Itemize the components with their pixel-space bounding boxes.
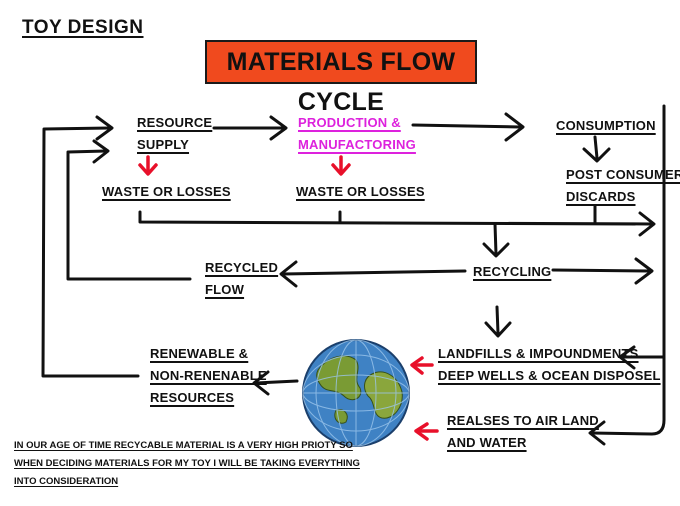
design-note: IN OUR AGE OF TIME RECYCABLE MATERIAL IS… <box>14 440 360 487</box>
arrow-production-to-consumption <box>411 112 525 142</box>
node-waste-2: WASTE OR LOSSES <box>296 184 425 199</box>
arrow-renewable-loop <box>41 115 140 378</box>
arrow-waste-collector <box>138 204 656 237</box>
title-box: MATERIALS FLOW CYCLE <box>205 40 477 116</box>
arrow-to-landfills <box>484 305 512 338</box>
red-arrow-releases-globe <box>414 422 439 441</box>
header-label: TOY DESIGN <box>22 17 144 38</box>
arrow-consumption-to-discards <box>582 135 611 163</box>
arrow-recycling-right <box>551 257 654 285</box>
arrow-recycled-loop <box>66 139 192 281</box>
node-consumption: CONSUMPTION <box>556 118 656 133</box>
red-arrow-resource-waste <box>138 155 158 176</box>
red-arrow-production-waste <box>331 155 351 176</box>
earth-globe-icon <box>302 339 410 447</box>
red-arrow-landfills-globe <box>410 356 434 375</box>
arrow-to-recycling <box>482 222 510 258</box>
arrow-right-vertical <box>588 104 666 446</box>
arrow-into-landfills <box>618 345 666 370</box>
node-recycling: RECYCLING <box>473 264 552 279</box>
node-production: PRODUCTION &MANUFACTORING <box>298 115 416 152</box>
arrow-resource-to-production <box>212 115 288 141</box>
diagram-title: MATERIALS FLOW CYCLE <box>226 48 456 116</box>
node-waste-1: WASTE OR LOSSES <box>102 184 231 199</box>
arrow-globe-to-renewable <box>252 370 299 396</box>
arrow-recycling-to-recycled-flow <box>279 260 467 288</box>
